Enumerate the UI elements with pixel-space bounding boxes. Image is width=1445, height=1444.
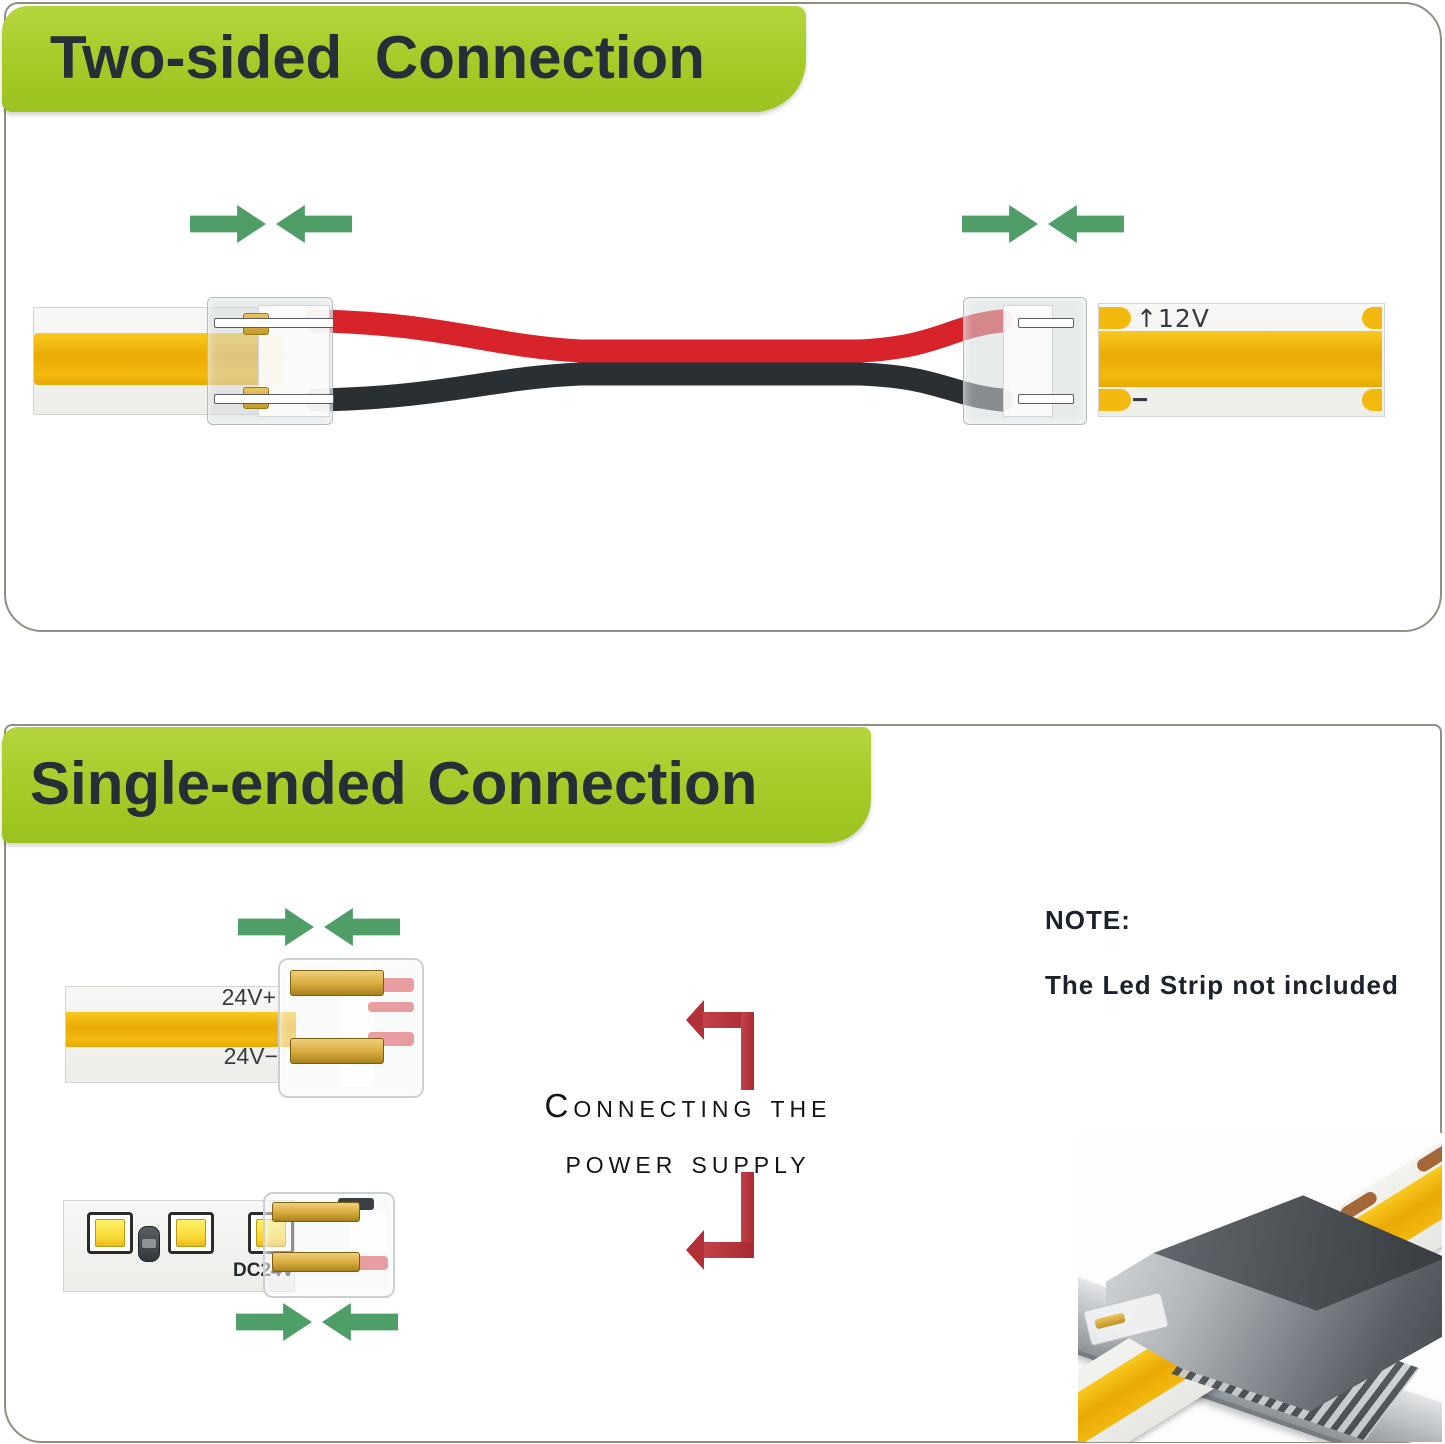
two-sided-title: Two-sided Connection [50,24,705,91]
resistor [138,1226,160,1262]
connect-power-line1: Connecting the [544,1087,832,1124]
connect-power-caption: Connecting the power supply [498,1078,878,1190]
cob-strip-right-phosphor [1099,331,1382,387]
two-sided-title-banner: Two-sided Connection [2,6,806,112]
single-ended-title-banner: Single-ended Connection [2,727,871,843]
connector-pin [214,318,334,328]
solder-pad [1099,307,1131,329]
led-chip [87,1212,133,1254]
strip-minus-label: − [1132,384,1149,415]
solder-pad [1362,307,1382,329]
strip-voltage-label: ↑12V [1136,304,1210,333]
led-chip [168,1212,214,1254]
gold-pin [272,1252,360,1272]
bracket-arrow-icon [686,1000,704,1040]
solder-pad [1362,389,1382,411]
gold-pin [290,970,384,996]
note-body: The Led Strip not included [1045,970,1399,1000]
bracket-segment [703,1242,754,1258]
bracket-arrow-icon [686,1230,704,1270]
solder-pad [1099,389,1131,411]
connector-pin [1018,394,1074,404]
connect-power-line2: power supply [565,1143,811,1180]
strip-24v-minus-label: 24V− [223,1043,278,1069]
bracket-segment [741,1012,754,1090]
corner-photo: 12V [1078,1133,1442,1442]
connector-pin [214,394,334,404]
wire-reflection [368,1002,414,1012]
gold-pin [290,1038,384,1064]
single-ended-title: Single-ended Connection [30,750,758,817]
cob-strip-single-phosphor [66,1012,296,1047]
note-title: NOTE: [1045,905,1131,935]
connector-pin [1018,318,1074,328]
gold-pin [272,1202,360,1222]
strip-24v-plus-label: 24V+ [221,984,276,1010]
bracket-segment [741,1172,754,1258]
